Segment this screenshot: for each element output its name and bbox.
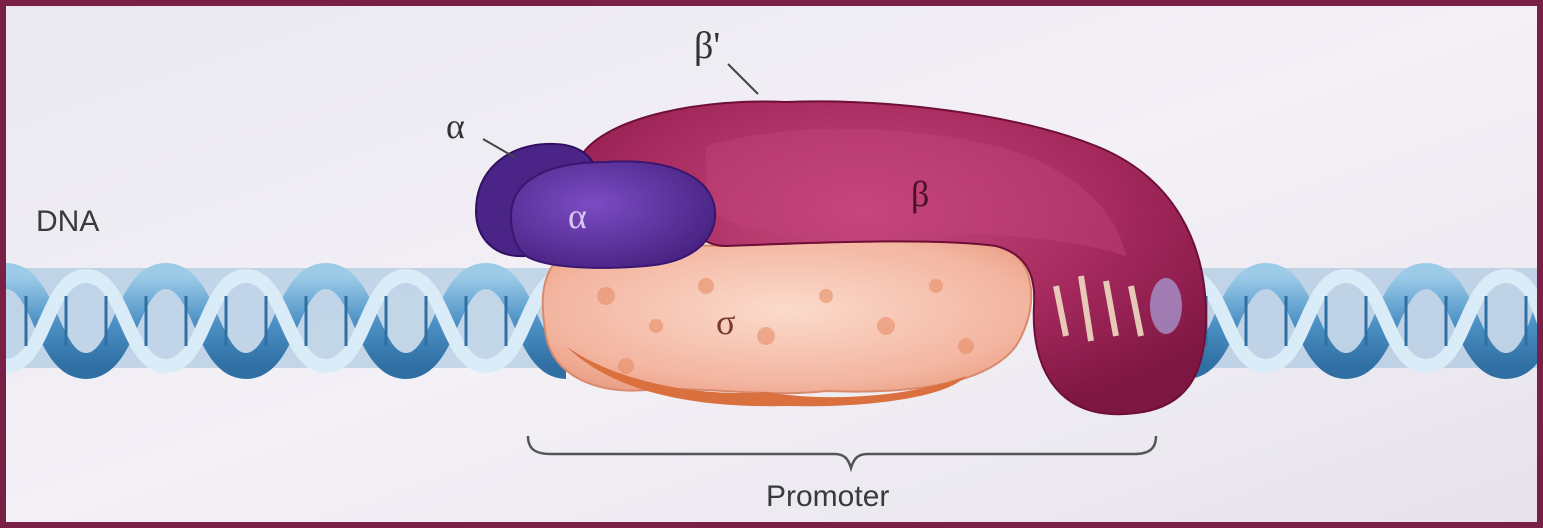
alpha-outer-label: α [446,106,465,146]
dna-label: DNA [36,205,99,238]
dna-exit-glow [1150,278,1182,334]
dna-helix-right [1186,268,1537,368]
beta-prime-label: β' [694,25,720,67]
promoter-label: Promoter [766,480,889,513]
rna-polymerase-diagram: DNA α α β' β σ Promoter [6,6,1537,522]
dna-helix-left [6,268,566,368]
sigma-label: σ [716,302,735,342]
alpha-subunit-inner [511,161,715,267]
alpha-inner-label: α [568,196,587,236]
beta-label: β [911,174,929,214]
